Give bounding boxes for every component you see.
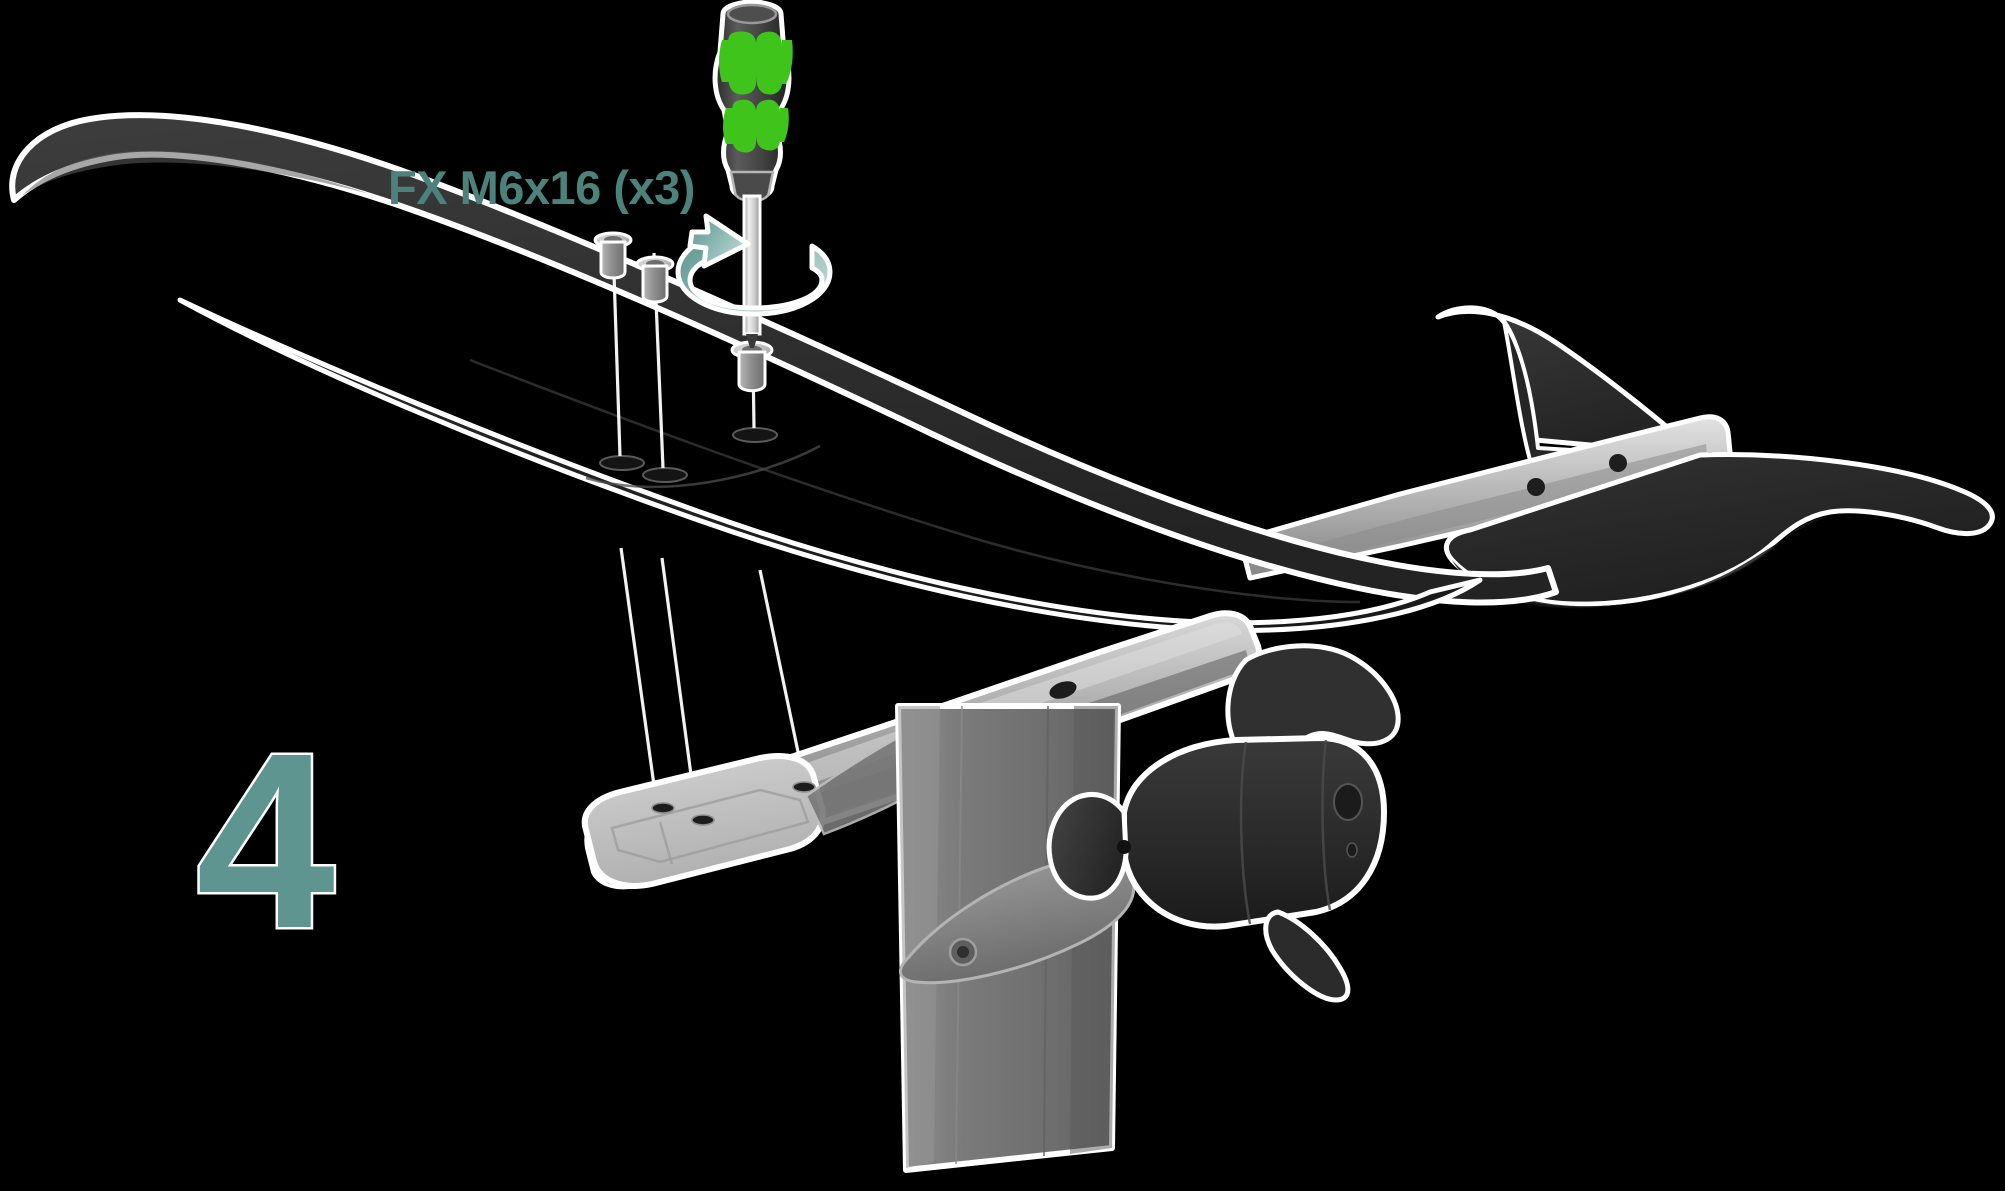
screwdriver-handle	[712, 0, 792, 201]
hardware-callout-label: FX M6x16 (x3)	[388, 161, 695, 214]
front-wing-mount-pad-outline	[585, 444, 821, 489]
motor-mount-bolt-center	[957, 946, 969, 958]
rear-stabilizer-assembly	[1237, 305, 1995, 609]
motor-hub-bolt	[1117, 840, 1131, 854]
screwdriver	[675, 0, 833, 348]
rotation-arrow-ring	[675, 233, 833, 317]
mounting-plate-rib	[658, 821, 674, 865]
motor-barrel	[1121, 735, 1387, 930]
front-wing-leading-edge-highlight	[22, 150, 370, 196]
grip-insert-lower-left	[723, 108, 734, 144]
rotation-arrow-icon	[675, 213, 833, 317]
fuselage-screw-hole-2	[1049, 681, 1077, 699]
mounting-plate-hole-2	[691, 814, 715, 826]
grip-insert-lower-center-left	[732, 99, 756, 153]
screw-3	[730, 340, 774, 393]
screw-2	[635, 255, 675, 304]
front-wing-assembly	[9, 112, 1559, 633]
rotation-arrow-head	[687, 213, 751, 269]
motor-pod-assembly	[1046, 643, 1401, 1003]
motor-vent-hole-small	[1346, 842, 1358, 858]
screw-2-shank	[641, 264, 669, 304]
grip-insert-lower-right	[780, 108, 789, 142]
grip-insert-upper-center-right	[756, 31, 782, 95]
front-wing-hole-2	[642, 467, 688, 483]
stabilizer-screw-hole-1	[1609, 454, 1627, 472]
mast-leading-edge-strip	[898, 706, 940, 1168]
propeller-blade-lower	[1263, 909, 1351, 1003]
screw-group	[593, 231, 774, 393]
screw-1	[593, 231, 633, 280]
motor-vent-hole-large	[1333, 783, 1363, 821]
grip-insert-upper-right	[782, 40, 793, 84]
mounting-plate-inner-panel	[610, 788, 810, 864]
motor-barrel-seam-2	[1321, 739, 1332, 911]
front-wing-hole-3	[732, 427, 778, 443]
motor-pylon-fin	[1225, 643, 1401, 755]
stabilizer-screw-hole-2	[1527, 478, 1545, 496]
stabilizer-boom-shadow	[1250, 444, 1708, 574]
screw-3-shank	[737, 350, 767, 393]
screw-1-shank	[599, 240, 627, 280]
front-wing-trailing-edge	[177, 297, 1483, 633]
mounting-plate-hole-1	[651, 802, 675, 814]
screwdriver-handle-cap	[726, 3, 778, 25]
step-number: 4	[193, 701, 337, 980]
motor-barrel-seam-1	[1239, 741, 1252, 925]
grip-insert-upper-center-left	[728, 31, 756, 95]
grip-insert-lower-center-right	[756, 99, 780, 151]
screwdriver-tip	[746, 334, 758, 348]
mast-assembly	[895, 703, 1136, 1173]
stabilizer-right-trailing-edge	[1452, 516, 1828, 609]
motor-nose-cone	[1046, 792, 1129, 901]
front-wing-body	[9, 112, 1559, 606]
front-wing-hole-1	[599, 455, 645, 471]
mounting-plate-hole-3	[792, 781, 816, 793]
front-wing-chord-crease	[469, 358, 1361, 604]
